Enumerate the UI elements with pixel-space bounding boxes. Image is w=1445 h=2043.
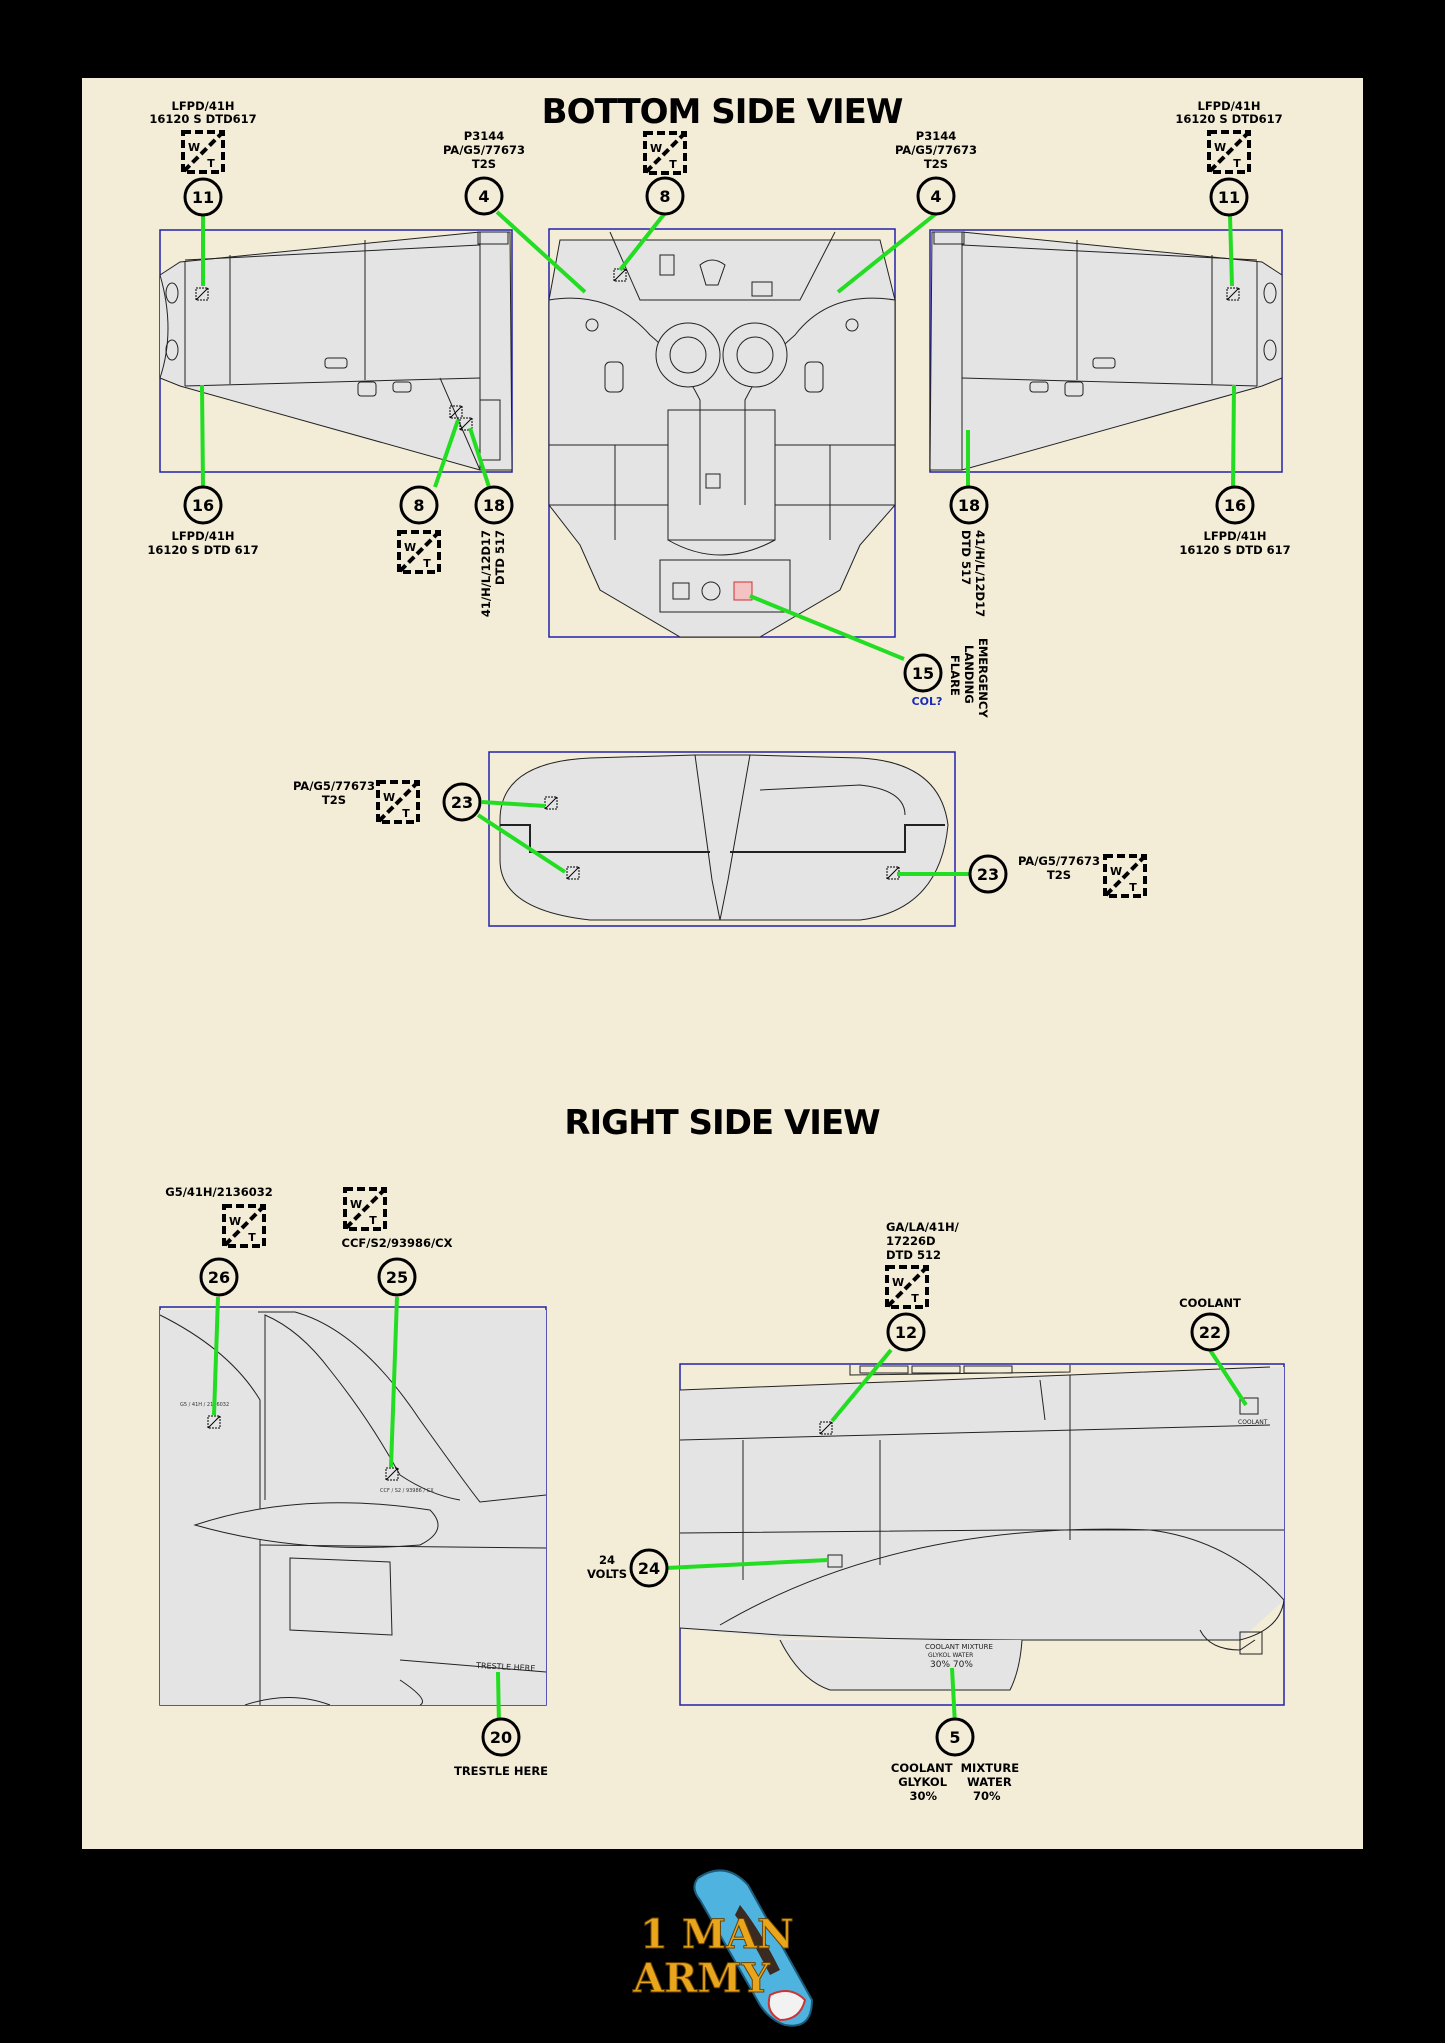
callout-22: 22 COOLANT: [1179, 1296, 1241, 1352]
callout-label: LFPD/41H: [172, 99, 235, 113]
callout-18-right: 18 41/H/L/12D17 DTD 517: [949, 485, 989, 617]
brand-logo: 1 MAN ARMY: [632, 1869, 814, 2027]
callout-label: GLYKOL WATER: [898, 1775, 1012, 1789]
callout-16-right: 16 LFPD/41H 16120 S DTD 617: [1179, 485, 1291, 557]
callout-24: 24 24 VOLTS: [587, 1548, 669, 1588]
callout-number: 24: [638, 1559, 660, 1578]
callout-15: 15 COL? EMERGENCY LANDING FLARE: [903, 638, 990, 718]
g5-small-text: G5 / 41H / 2136032: [180, 1402, 229, 1408]
callout-number: 12: [895, 1323, 917, 1342]
callout-label: 17226D: [886, 1234, 936, 1248]
callout-label: G5/41H/2136032: [165, 1185, 272, 1199]
callout-number: 26: [208, 1268, 230, 1287]
coolant-small-text: COOLANT: [1238, 1419, 1268, 1426]
callout-label: VOLTS: [587, 1567, 627, 1581]
callout-label: T2S: [1047, 868, 1071, 882]
callout-label: DTD 517: [959, 530, 973, 585]
callout-label: GA/LA/41H/: [886, 1220, 960, 1234]
callout-number: 18: [958, 496, 980, 515]
ccf-small-text: CCF / S2 / 93986 / CX: [380, 1488, 434, 1494]
callout-number: 11: [1218, 188, 1240, 207]
callout-label: LFPD/41H: [172, 529, 235, 543]
callout-label: LFPD/41H: [1198, 99, 1261, 113]
callout-18-left: 18 41/H/L/12D17 DTD 517: [474, 485, 514, 617]
callout-label: COOLANT MIXTURE: [891, 1761, 1019, 1775]
callout-label: TRESTLE HERE: [454, 1764, 548, 1778]
callout-label: P3144: [464, 129, 504, 143]
callout-label: LFPD/41H: [1204, 529, 1267, 543]
callout-label: T2S: [924, 157, 948, 171]
callout-label: 16120 S DTD617: [149, 112, 256, 126]
callout-number: 8: [659, 187, 670, 206]
right-view-title: RIGHT SIDE VIEW: [564, 1103, 880, 1143]
callout-4-right: 4 P3144 PA/G5/77673 T2S: [895, 129, 977, 216]
callout-label: PA/G5/77673: [895, 143, 977, 157]
callout-number: 5: [949, 1728, 960, 1747]
callout-label: CCF/S2/93986/CX: [342, 1236, 453, 1250]
callout-number: 15: [912, 664, 934, 683]
tail-side-panel: G5 / 41H / 2136032 CCF / S2 / 93986 / CX…: [159, 1306, 547, 1706]
callout-number: 4: [930, 187, 941, 206]
callout-label: 24: [599, 1553, 615, 1567]
left-wing-panel: [159, 229, 513, 473]
mix-small-2: GLYKOL WATER: [928, 1652, 973, 1659]
callout-number: 20: [490, 1728, 512, 1747]
callout-label: PA/G5/77673: [443, 143, 525, 157]
callout-number: 8: [413, 496, 424, 515]
callout-23-right: 23 PA/G5/77673 T2S: [968, 854, 1147, 898]
callout-label: EMERGENCY: [976, 638, 990, 718]
callout-label: 30% 70%: [909, 1789, 1001, 1803]
callout-23-left: 23 PA/G5/77673 T2S: [293, 779, 482, 824]
callout-4-left: 4 P3144 PA/G5/77673 T2S: [443, 129, 525, 216]
callout-label: 16120 S DTD 617: [147, 543, 258, 557]
callout-11-right: 11 LFPD/41H 16120 S DTD617: [1175, 99, 1283, 217]
callout-label: PA/G5/77673: [293, 779, 375, 793]
callout-number: 16: [1224, 496, 1246, 515]
callout-number: 16: [192, 496, 214, 515]
bottom-view-title: BOTTOM SIDE VIEW: [542, 92, 903, 132]
callout-8-top: 8: [643, 131, 687, 216]
right-wing-panel: [929, 229, 1283, 473]
callout-label: COOLANT: [1179, 1296, 1241, 1310]
callout-number: 11: [192, 188, 214, 207]
callout-label: T2S: [322, 793, 346, 807]
callout-label: PA/G5/77673: [1018, 854, 1100, 868]
callout-25: 25 CCF/S2/93986/CX: [342, 1187, 453, 1297]
callout-label: T2S: [472, 157, 496, 171]
callout-number: 23: [451, 793, 473, 812]
callout-8-wing: 8: [397, 485, 441, 574]
leader-lines: [200, 210, 1248, 1727]
callout-12: 12 GA/LA/41H/ 17226D DTD 512: [885, 1220, 960, 1352]
callout-26: 26 G5/41H/2136032: [165, 1185, 273, 1297]
callout-number: 22: [1199, 1323, 1221, 1342]
callout-label: DTD 512: [886, 1248, 941, 1262]
callout-number: 23: [977, 865, 999, 884]
callout-label: FLARE: [948, 655, 962, 696]
callout-label: 41/H/L/12D17: [479, 530, 493, 617]
callout-label: DTD 517: [493, 530, 507, 585]
mix-small-3: 30% 70%: [930, 1660, 973, 1670]
colour-query-note: COL?: [912, 695, 943, 708]
callout-label: 16120 S DTD617: [1175, 112, 1282, 126]
fuselage-bottom-panel: [548, 228, 896, 638]
callout-number: 4: [478, 187, 489, 206]
logo-line2: ARMY: [632, 1955, 771, 2002]
callout-5: 5 COOLANT MIXTURE GLYKOL WATER 30% 70%: [891, 1717, 1019, 1803]
callout-20: 20 TRESTLE HERE: [454, 1717, 548, 1778]
callout-16-left: 16 LFPD/41H 16120 S DTD 617: [147, 485, 259, 557]
callout-label: 41/H/L/12D17: [973, 530, 987, 617]
fuselage-side-panel: COOLANT COOLANT MIXTURE GLYKOL WATER 30%…: [679, 1363, 1285, 1706]
callout-label: LANDING: [962, 645, 976, 704]
callout-number: 18: [483, 496, 505, 515]
callout-number: 25: [386, 1268, 408, 1287]
callout-label: P3144: [916, 129, 956, 143]
callout-11-left: 11 LFPD/41H 16120 S DTD617: [149, 99, 257, 217]
logo-line1: 1 MAN: [640, 1911, 794, 1958]
tailplane-panel: [488, 751, 956, 927]
trestle-small-text: TRESTLE HERE: [475, 1661, 536, 1673]
callout-label: 16120 S DTD 617: [1179, 543, 1290, 557]
mix-small-1: COOLANT MIXTURE: [925, 1643, 993, 1651]
